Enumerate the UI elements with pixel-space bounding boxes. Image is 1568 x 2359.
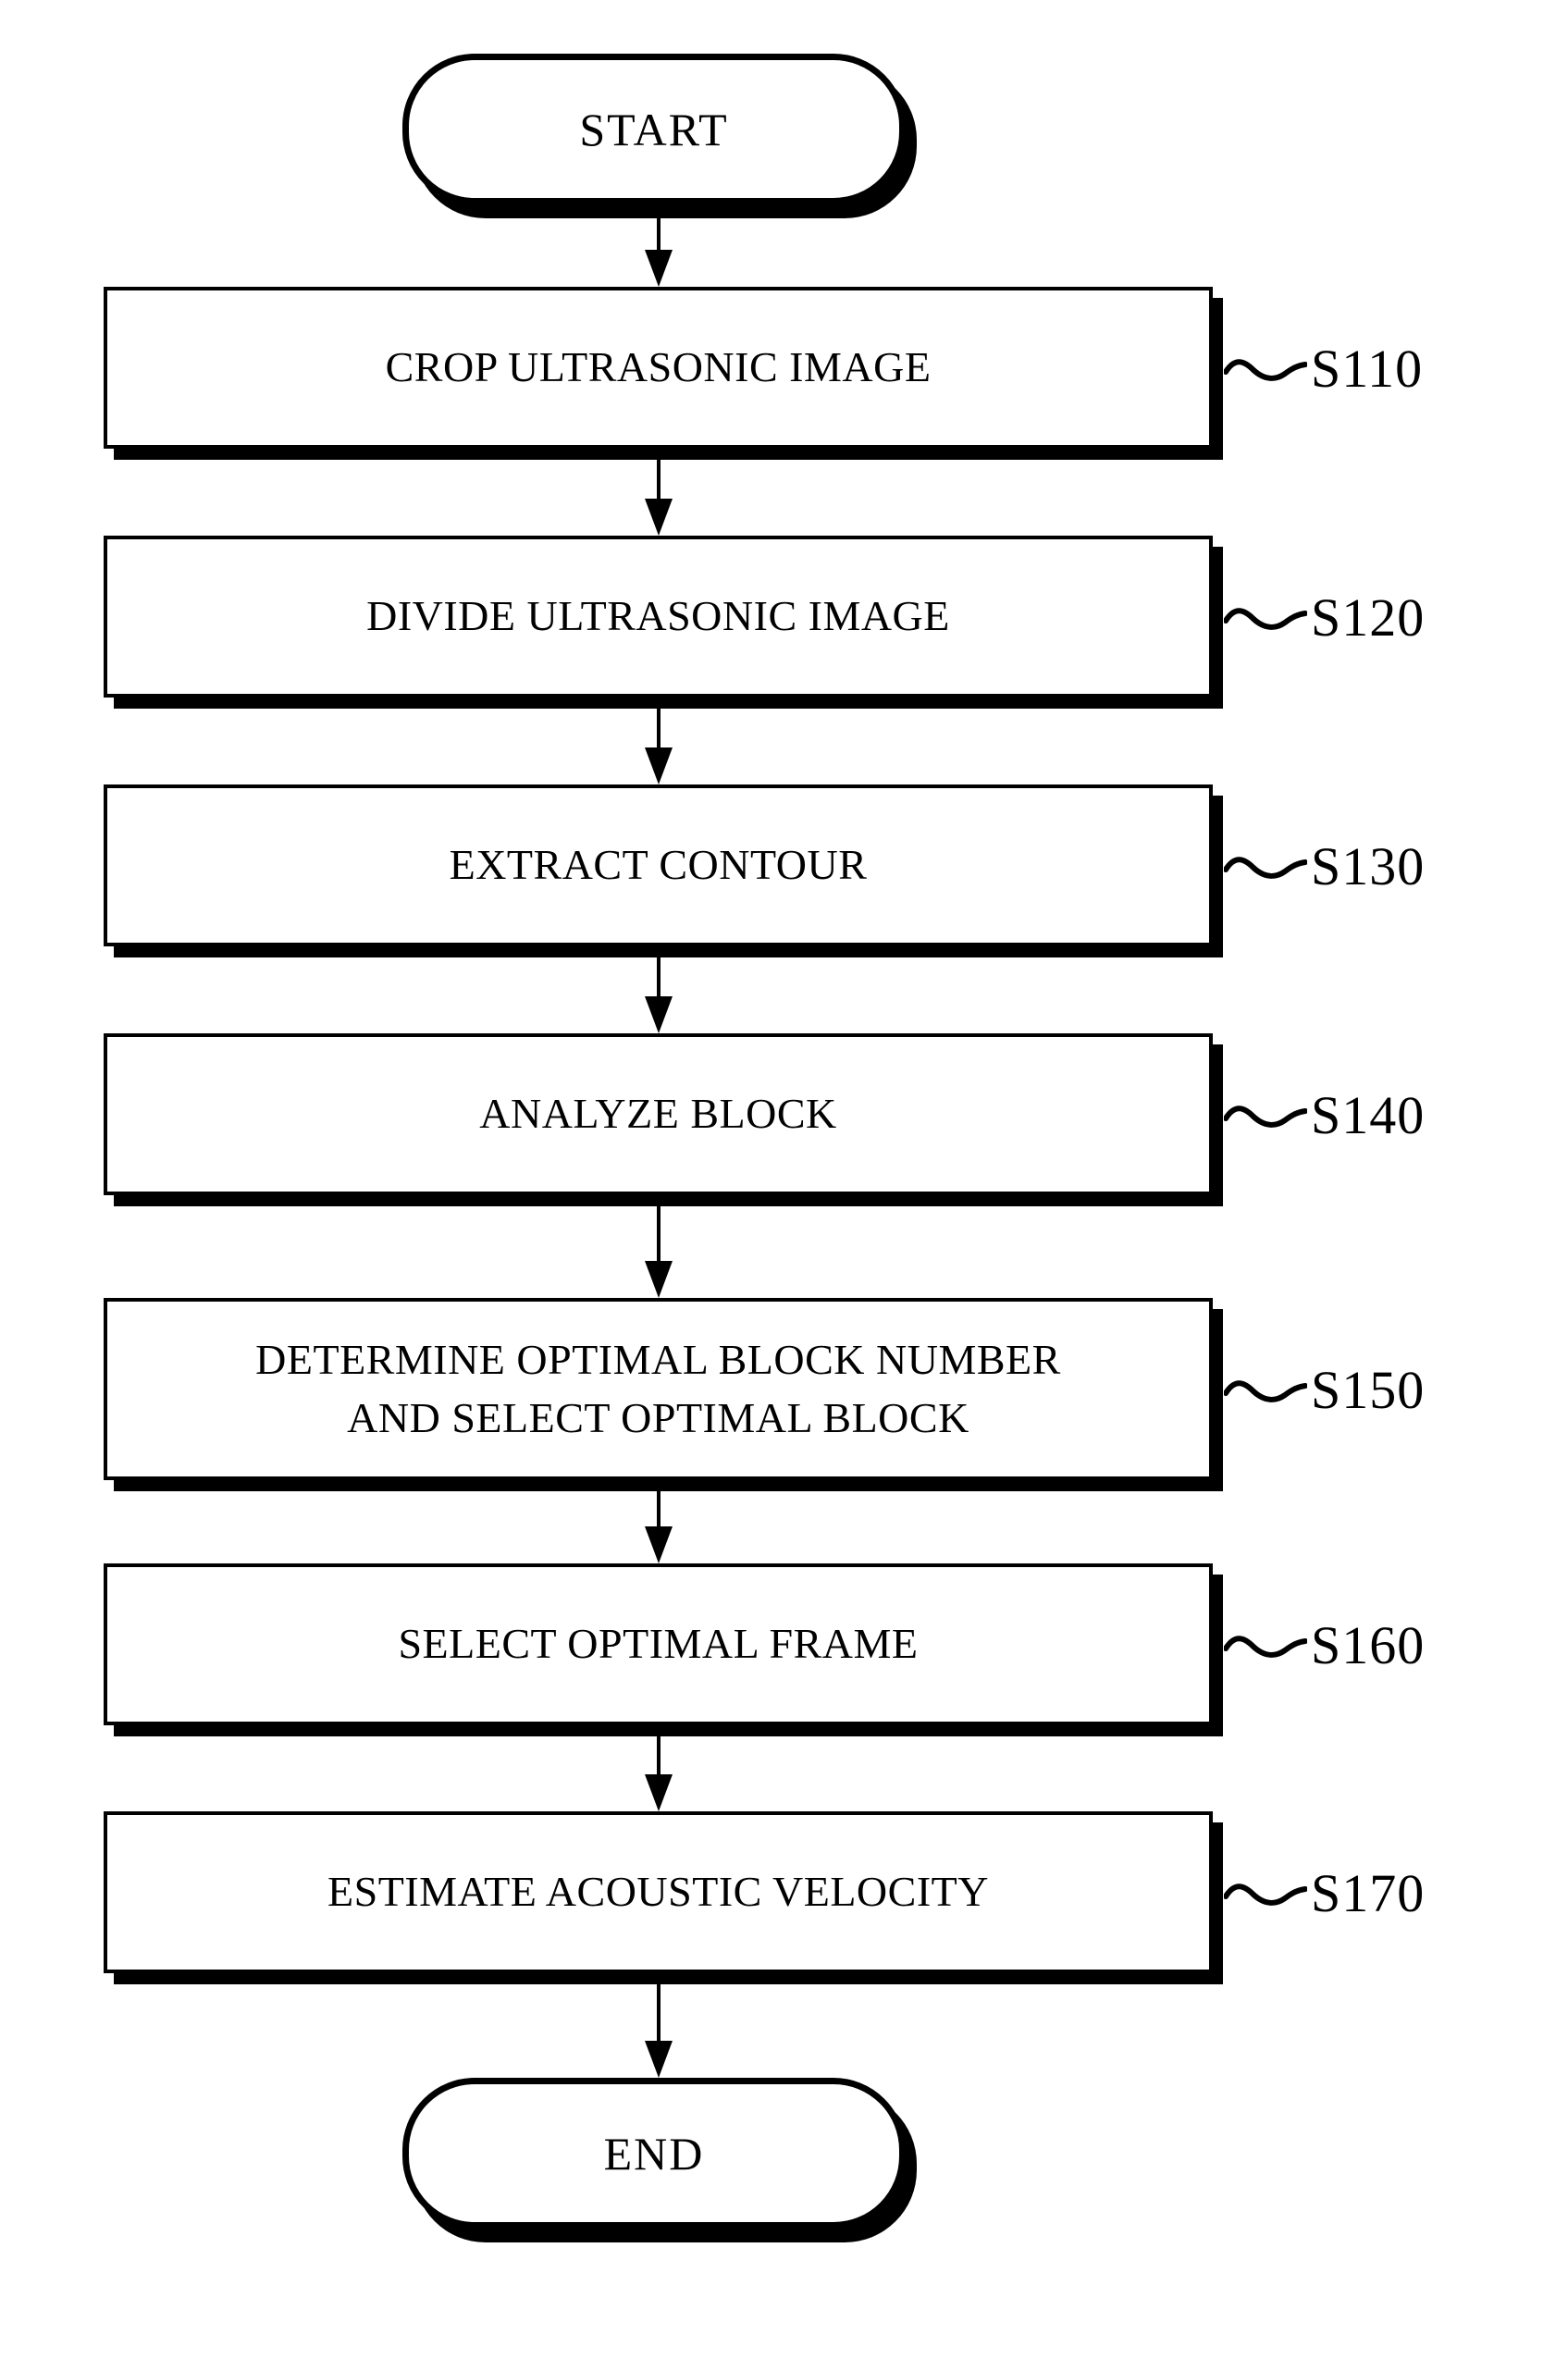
end-terminal: END xyxy=(402,2078,906,2229)
arrow-shaft xyxy=(657,1724,661,1787)
step-label: SELECT OPTIMAL FRAME xyxy=(398,1620,919,1668)
step-label: DETERMINE OPTIMAL BLOCK NUMBER AND SELEC… xyxy=(255,1336,1061,1441)
step-box-divide-ultrasonic-image: DIVIDE ULTRASONIC IMAGE xyxy=(104,536,1213,698)
step-tag-label: S150 xyxy=(1311,1359,1426,1420)
arrow-shaft xyxy=(657,1480,661,1539)
step-box-extract-contour: EXTRACT CONTOUR xyxy=(104,784,1213,946)
step-box-estimate-acoustic-velocity: ESTIMATE ACOUSTIC VELOCITY xyxy=(104,1811,1213,1973)
tilde-connector-icon xyxy=(1224,1883,1307,1906)
flow-arrow-down-icon xyxy=(642,1724,675,1811)
flow-arrow-down-icon xyxy=(642,945,675,1033)
step-tag-label: S120 xyxy=(1311,587,1426,648)
tilde-connector-icon xyxy=(1224,608,1307,630)
step-tag-s130: S130 xyxy=(1224,835,1426,896)
step-label: CROP ULTRASONIC IMAGE xyxy=(385,343,932,391)
arrow-head xyxy=(645,1774,673,1811)
end-terminal-label: END xyxy=(603,2127,705,2180)
flow-arrow-down-icon xyxy=(642,204,675,287)
start-terminal: START xyxy=(402,54,906,204)
arrow-head xyxy=(645,499,673,536)
tilde-connector-icon xyxy=(1224,1380,1307,1402)
step-tag-label: S130 xyxy=(1311,835,1426,896)
step-tag-label: S110 xyxy=(1311,338,1424,399)
step-box-determine-optimal-block: DETERMINE OPTIMAL BLOCK NUMBER AND SELEC… xyxy=(104,1298,1213,1480)
step-tag-label: S160 xyxy=(1311,1614,1426,1675)
flow-arrow-down-icon xyxy=(642,1480,675,1563)
arrow-shaft xyxy=(657,1194,661,1274)
arrow-head xyxy=(645,1526,673,1563)
arrow-head xyxy=(645,250,673,287)
step-tag-s170: S170 xyxy=(1224,1862,1426,1923)
step-box-crop-ultrasonic-image: CROP ULTRASONIC IMAGE xyxy=(104,287,1213,449)
start-terminal-label: START xyxy=(579,103,729,155)
arrow-shaft xyxy=(657,204,661,263)
arrow-shaft xyxy=(657,698,661,760)
step-tag-s110: S110 xyxy=(1224,338,1424,399)
flow-arrow-down-icon xyxy=(642,698,675,784)
step-tag-s160: S160 xyxy=(1224,1614,1426,1675)
tilde-connector-icon xyxy=(1224,359,1307,381)
arrow-shaft xyxy=(657,945,661,1009)
arrow-shaft xyxy=(657,449,661,512)
arrow-head xyxy=(645,996,673,1033)
step-box-analyze-block: ANALYZE BLOCK xyxy=(104,1033,1213,1195)
step-tag-label: S170 xyxy=(1311,1862,1426,1923)
arrow-head xyxy=(645,1261,673,1298)
tilde-connector-icon xyxy=(1224,1105,1307,1128)
tilde-connector-icon xyxy=(1224,1636,1307,1658)
arrow-head xyxy=(645,747,673,784)
flow-arrow-down-icon xyxy=(642,1194,675,1298)
arrow-shaft xyxy=(657,1973,661,2054)
step-tag-s150: S150 xyxy=(1224,1359,1426,1420)
flow-arrow-down-icon xyxy=(642,449,675,536)
step-box-select-optimal-frame: SELECT OPTIMAL FRAME xyxy=(104,1563,1213,1725)
step-label: DIVIDE ULTRASONIC IMAGE xyxy=(366,592,950,640)
step-tag-s120: S120 xyxy=(1224,587,1426,648)
step-label: ANALYZE BLOCK xyxy=(479,1090,837,1138)
arrow-head xyxy=(645,2041,673,2078)
step-label: ESTIMATE ACOUSTIC VELOCITY xyxy=(327,1868,989,1916)
tilde-connector-icon xyxy=(1224,857,1307,879)
step-label: EXTRACT CONTOUR xyxy=(449,841,868,889)
step-tag-label: S140 xyxy=(1311,1084,1426,1145)
flow-arrow-down-icon xyxy=(642,1973,675,2078)
step-tag-s140: S140 xyxy=(1224,1084,1426,1145)
